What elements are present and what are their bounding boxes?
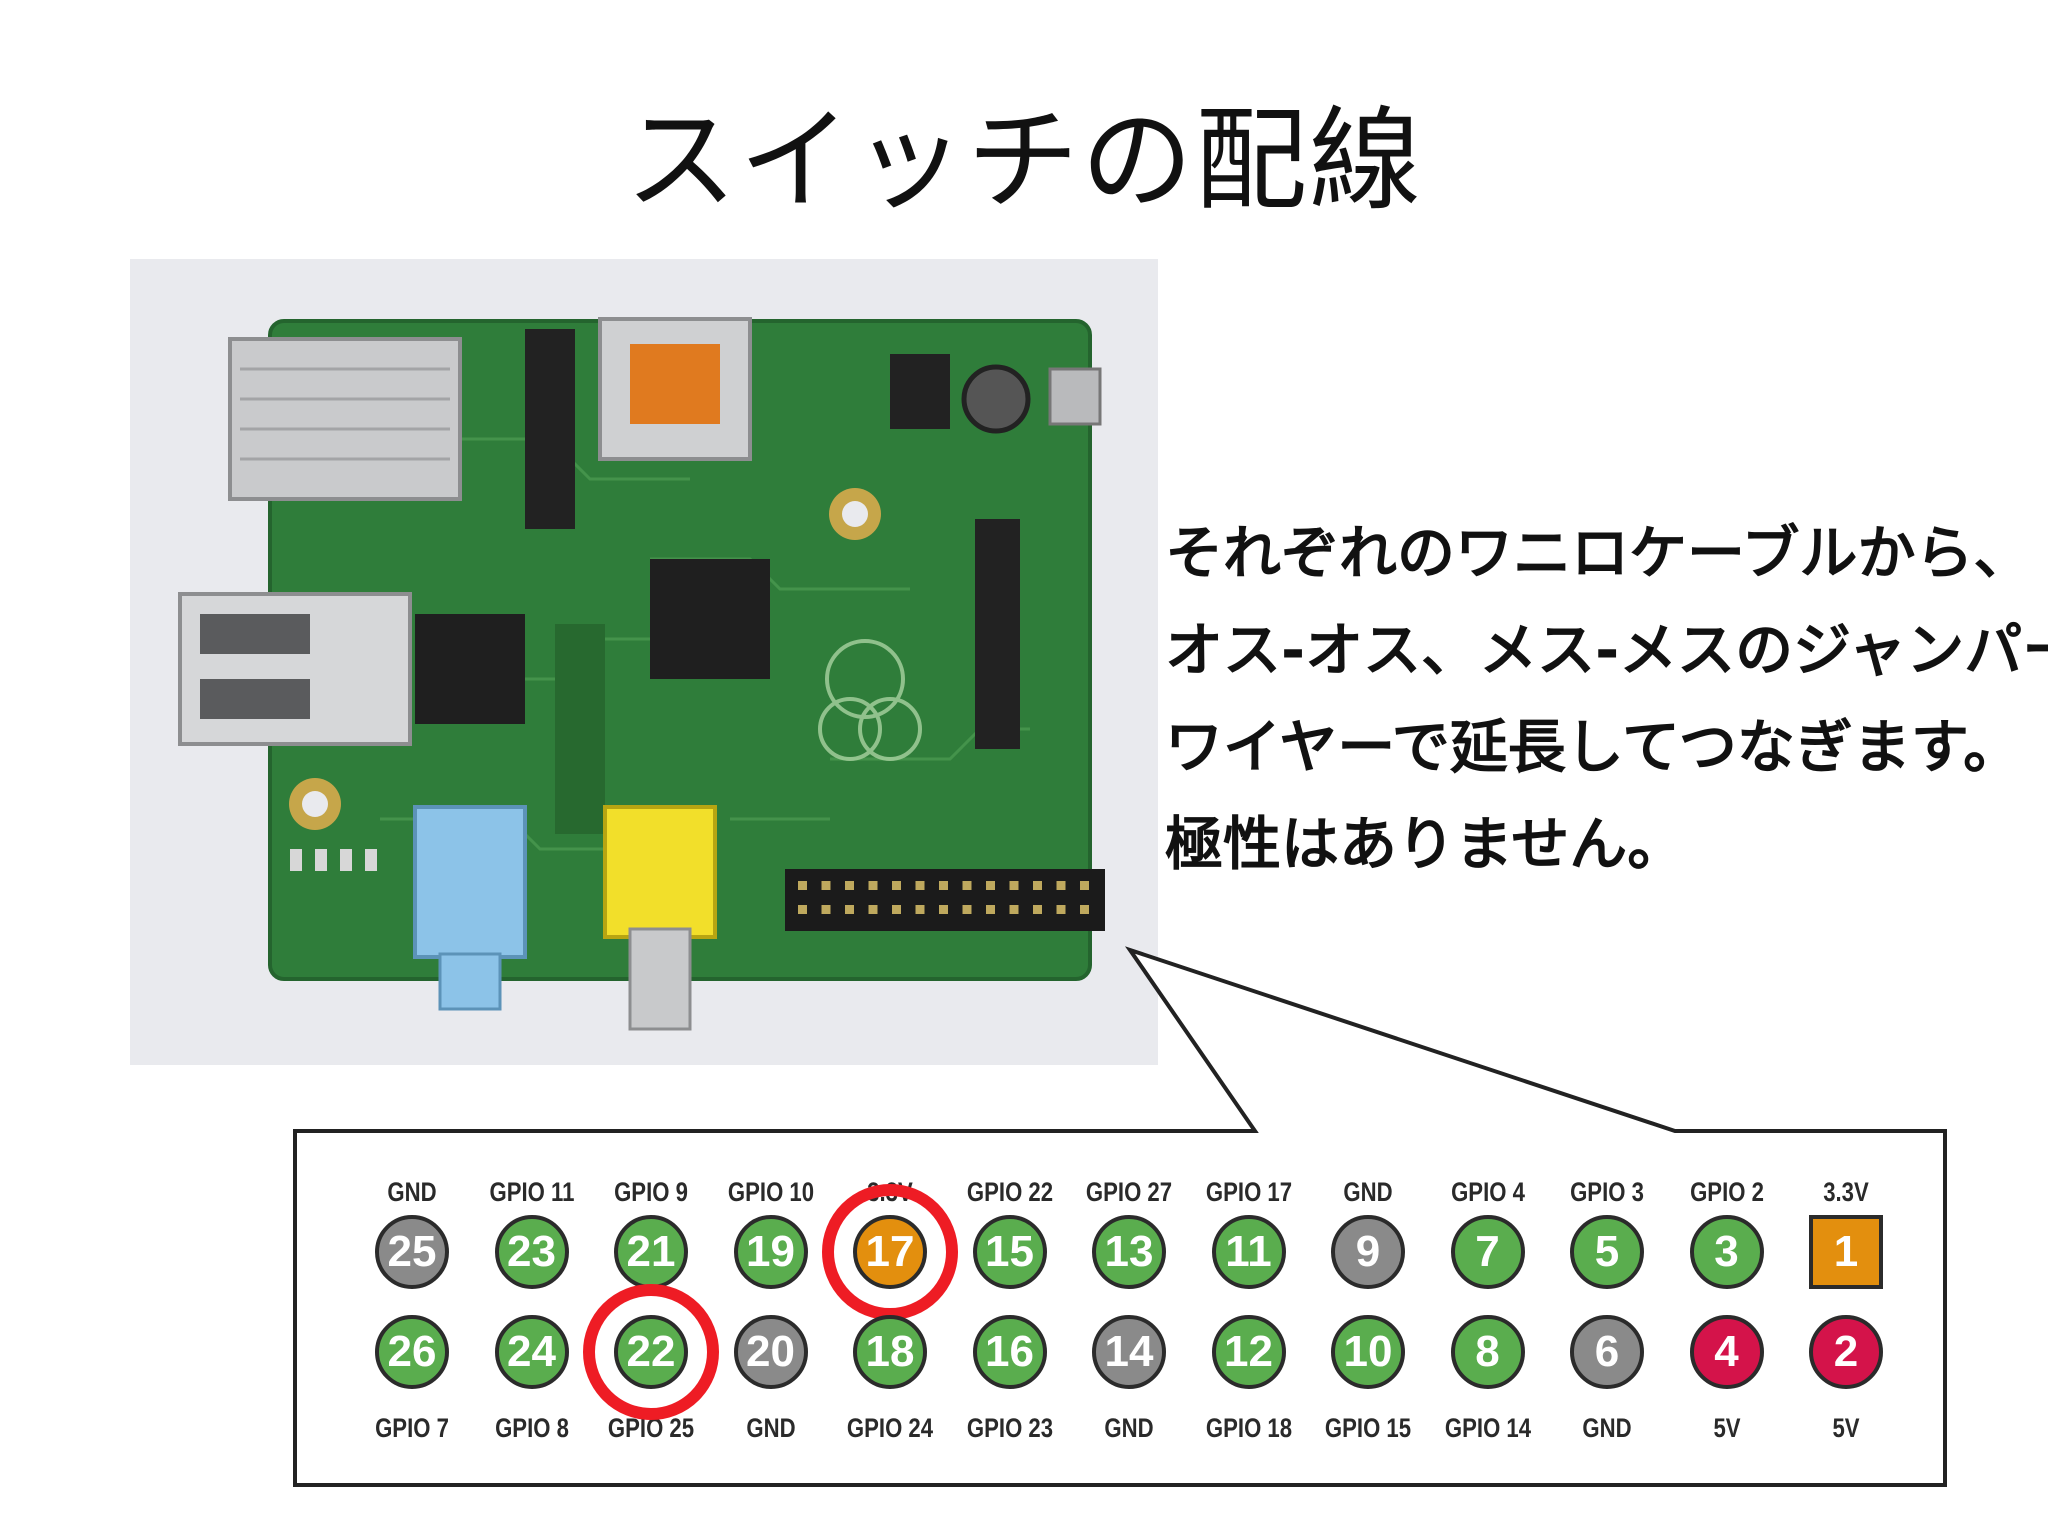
header-pin — [962, 881, 972, 890]
gpio-header — [785, 869, 1105, 931]
slide-title: スイッチの配線 — [625, 96, 1423, 226]
pin-label: 5V — [1712, 1413, 1741, 1443]
pin-8: 8 — [1450, 1315, 1525, 1389]
pin-10: 10 — [1331, 1315, 1405, 1389]
pin-label: GPIO 22 — [966, 1177, 1053, 1207]
raspberry-pi-board-photo — [130, 259, 1158, 1065]
pin-label: GPIO 24 — [846, 1413, 934, 1443]
pin-18: 18 — [853, 1315, 927, 1389]
ethernet-jack — [228, 337, 462, 501]
callout-line: 極性はありません。 — [1165, 810, 1686, 878]
pin-label: GPIO 14 — [1444, 1413, 1531, 1443]
pin-2: 2 — [1809, 1315, 1883, 1389]
pin-label: GPIO 17 — [1205, 1177, 1292, 1207]
header-pin — [1080, 905, 1089, 914]
soc-chip — [650, 559, 770, 679]
pin-label: GND — [387, 1177, 437, 1207]
pin-7: 7 — [1450, 1215, 1525, 1289]
pin-23: 23 — [494, 1215, 569, 1289]
pin-label: GPIO 10 — [727, 1177, 814, 1207]
pin-label: GPIO 27 — [1085, 1177, 1173, 1207]
pin-label: 5V — [1832, 1413, 1860, 1443]
header-pin — [986, 905, 995, 914]
highlight-ring — [583, 1284, 719, 1420]
callout-line: オス-オス、メス-メスのジャンパー — [1165, 616, 2048, 684]
pin-13: 13 — [1092, 1215, 1166, 1289]
header-pin — [915, 881, 925, 890]
header-pin — [1033, 881, 1042, 890]
pin-24: 24 — [494, 1315, 569, 1389]
callout-line: それぞれのワニロケーブルから、 — [1165, 519, 2032, 587]
pin-label: GPIO 23 — [966, 1413, 1053, 1443]
header-pin — [962, 905, 972, 914]
pin-26: 26 — [375, 1315, 449, 1389]
header-pin — [1009, 881, 1019, 890]
pin-label: GPIO 7 — [375, 1413, 449, 1443]
pin-label: GPIO 4 — [1450, 1177, 1525, 1207]
pin-6: 6 — [1570, 1315, 1644, 1389]
header-pin — [1009, 905, 1019, 914]
pin-25: 25 — [375, 1215, 449, 1289]
header-pin — [845, 881, 854, 890]
pin-16: 16 — [972, 1315, 1047, 1389]
audio-jack — [413, 805, 527, 959]
header-pin — [915, 905, 925, 914]
header-pin — [798, 881, 807, 890]
pin-4: 4 — [1689, 1315, 1764, 1389]
pin-label: GND — [1582, 1413, 1632, 1443]
pin-5: 5 — [1570, 1215, 1644, 1289]
header-pin — [821, 905, 831, 914]
pin-label: GPIO 11 — [489, 1177, 574, 1207]
header-pin — [821, 881, 831, 890]
header-pin — [868, 905, 878, 914]
pin-label: GPIO 2 — [1689, 1177, 1764, 1207]
pin-21: 21 — [614, 1215, 688, 1289]
header-pin — [868, 881, 878, 890]
pin-label: GPIO 9 — [614, 1177, 688, 1207]
pin-9: 9 — [1331, 1215, 1405, 1289]
pin-label: GND — [1343, 1177, 1393, 1207]
header-pin — [939, 905, 948, 914]
header-pin — [892, 881, 901, 890]
header-pin — [939, 881, 948, 890]
callout-text: それぞれのワニロケーブルから、 オス-オス、メス-メスのジャンパー ワイヤーで延… — [1165, 505, 2048, 893]
pin-14: 14 — [1092, 1315, 1166, 1389]
header-pin — [1056, 905, 1066, 914]
highlight-ring — [822, 1184, 958, 1320]
header-pin — [1056, 881, 1066, 890]
header-pin — [892, 905, 901, 914]
header-pin — [798, 905, 807, 914]
header-pin — [986, 881, 995, 890]
pin-label: GND — [745, 1413, 796, 1443]
pin-20: 20 — [733, 1315, 808, 1389]
pin-1: 1 — [1809, 1215, 1883, 1289]
header-pin — [1033, 905, 1042, 914]
pin-label: GPIO 18 — [1205, 1413, 1292, 1443]
pin-15: 15 — [972, 1215, 1047, 1289]
pin-label: GPIO 8 — [494, 1413, 569, 1443]
pin-label: GPIO 15 — [1324, 1413, 1412, 1443]
pin-3: 3 — [1689, 1215, 1764, 1289]
rca-jack — [603, 805, 717, 939]
pin-12: 12 — [1211, 1315, 1286, 1389]
pin-19: 19 — [733, 1215, 808, 1289]
header-pin — [1080, 881, 1089, 890]
pin-label: GND — [1104, 1413, 1154, 1443]
pin-11: 11 — [1211, 1215, 1286, 1289]
callout-line: ワイヤーで延長してつなぎます。 — [1165, 713, 2022, 781]
pin-label: 3.3V — [1823, 1177, 1869, 1207]
pin-label: GPIO 3 — [1570, 1177, 1644, 1207]
header-pin — [845, 905, 854, 914]
